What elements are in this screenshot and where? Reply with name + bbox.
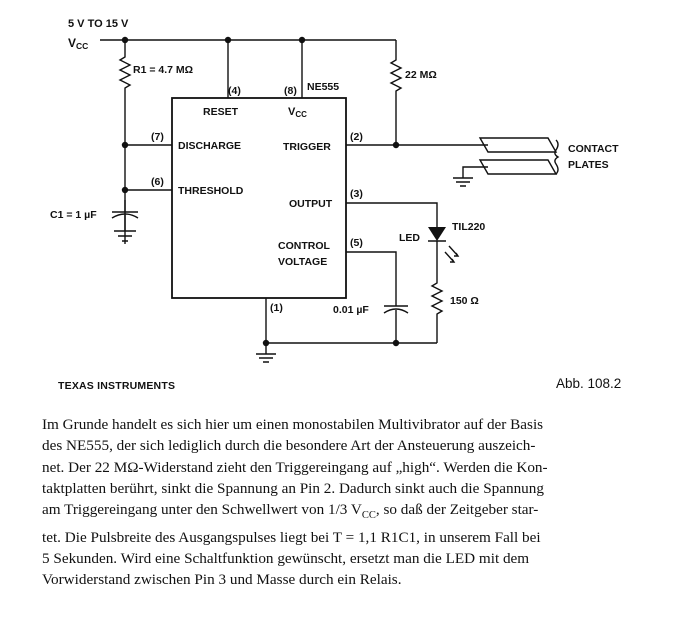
threshold-pin-label: THRESHOLD — [178, 185, 244, 197]
c1-label: C1 = 1 µF — [50, 209, 97, 221]
paragraph-line: tet. Die Pulsbreite des Ausgangspulses l… — [42, 528, 541, 546]
trigger-pin-label: TRIGGER — [283, 141, 331, 153]
paragraph-segment: , so daß der Zeitgeber star- — [375, 501, 539, 519]
pullup-label: 22 MΩ — [405, 69, 437, 81]
control-pin-label-2: VOLTAGE — [278, 256, 327, 268]
figure-credit: TEXAS INSTRUMENTS — [58, 380, 176, 392]
vcc-subscript: CC — [76, 41, 88, 51]
pin2-number: (2) — [350, 131, 363, 143]
output-pin-label: OUTPUT — [289, 198, 333, 210]
pin6-number: (6) — [151, 176, 164, 188]
control-wire — [346, 251, 397, 306]
control-cap-plate-bottom — [383, 308, 409, 314]
brace-icon — [554, 139, 560, 175]
led-resistor — [430, 241, 444, 343]
paragraph-line: Vorwiderstand zwischen Pin 3 und Masse d… — [42, 571, 402, 589]
vcc-pin-subscript: CC — [295, 110, 307, 119]
contact-label-2: PLATES — [568, 159, 609, 171]
paragraph-line: Im Grunde handelt es sich hier um einen … — [42, 416, 544, 433]
control-cap-label: 0.01 µF — [333, 304, 369, 316]
contact-label-1: CONTACT — [568, 143, 619, 155]
ground-icon — [453, 177, 473, 187]
paragraph-segment: am Triggereingang unter den Schwellwert … — [42, 501, 362, 519]
pin8-number: (8) — [284, 85, 297, 97]
paragraph-line: des NE555, der sich lediglich durch die … — [42, 437, 536, 455]
svg-text:VCC: VCC — [68, 36, 88, 51]
led-resistor-label: 150 Ω — [450, 295, 479, 307]
pin4-number: (4) — [228, 85, 241, 97]
body-paragraph: Im Grunde handelt es sich hier um einen … — [42, 414, 662, 590]
paragraph-line: 5 Sekunden. Wird eine Schaltfunktion gew… — [42, 549, 530, 567]
pin5-number: (5) — [350, 237, 363, 249]
led-ray-icon — [448, 245, 460, 257]
vcc-pin-label: V — [288, 106, 296, 118]
paragraph-line: net. Der 22 MΩ-Widerstand zieht den Trig… — [42, 458, 548, 476]
r1-resistor — [118, 40, 132, 244]
output-wire — [346, 202, 438, 227]
pullup-resistor — [389, 40, 403, 145]
pin7-number: (7) — [151, 131, 164, 143]
pin1-number: (1) — [270, 302, 283, 314]
discharge-pin-label: DISCHARGE — [178, 140, 241, 152]
led-label: LED — [399, 232, 420, 244]
paragraph-line: am Triggereingang unter den Schwellwert … — [42, 499, 662, 526]
paragraph-line: taktplatten berührt, sinkt die Spannung … — [42, 479, 544, 497]
pin3-number: (3) — [350, 188, 363, 200]
plate-ground-wire — [462, 166, 488, 178]
c1-plate-bottom — [111, 213, 139, 219]
led-icon — [428, 227, 446, 241]
r1-label: R1 = 4.7 MΩ — [133, 64, 193, 76]
supply-range-label: 5 V TO 15 V — [68, 18, 129, 30]
led-part-label: TIL220 — [452, 221, 485, 233]
figure-number: Abb. 108.2 — [556, 376, 622, 391]
led-ray-icon — [444, 251, 456, 263]
circuit-diagram: 5 V TO 15 V VCC R1 = 4.7 MΩ C1 = 1 µF (4… — [50, 18, 619, 363]
ground-icon — [256, 353, 276, 363]
vcc-label: V — [68, 36, 76, 50]
contact-plate-bottom — [478, 159, 558, 175]
junction-dot — [392, 339, 400, 347]
ground-icon — [114, 230, 136, 242]
junction-dot — [392, 141, 400, 149]
control-pin-label-1: CONTROL — [278, 240, 330, 252]
ic-name-label: NE555 — [307, 81, 339, 93]
contact-plate-top — [478, 137, 558, 153]
vcc-subscript: CC — [361, 510, 376, 522]
ne555-ic-body — [171, 97, 347, 299]
reset-pin-label: RESET — [203, 106, 239, 118]
svg-text:VCC: VCC — [288, 106, 307, 119]
